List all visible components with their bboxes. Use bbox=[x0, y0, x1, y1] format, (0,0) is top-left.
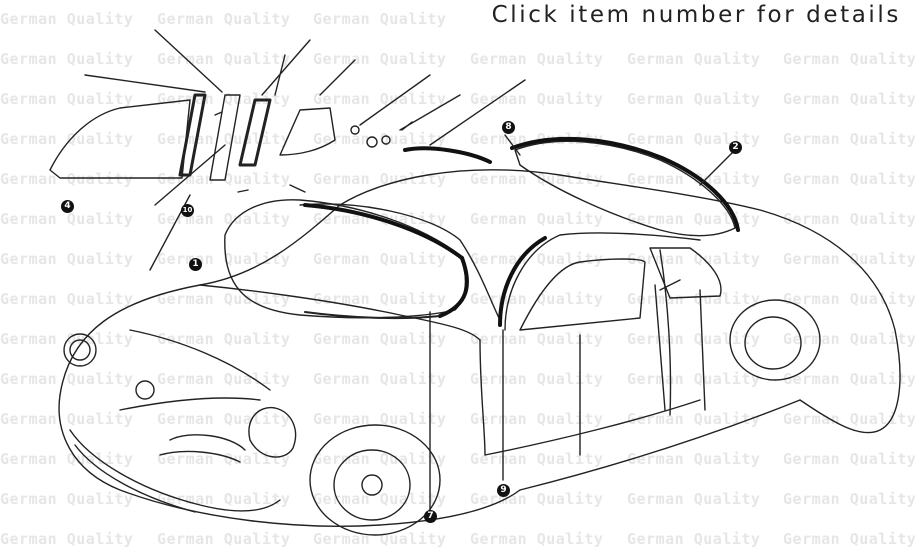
item-9-badge[interactable]: 9 bbox=[497, 484, 510, 497]
item-10-badge[interactable]: 10 bbox=[181, 204, 194, 217]
item-4-badge[interactable]: 4 bbox=[61, 200, 74, 213]
item-1-badge[interactable]: 1 bbox=[189, 258, 202, 271]
item-7-badge[interactable]: 7 bbox=[424, 510, 437, 523]
item-2-badge[interactable]: 2 bbox=[729, 141, 742, 154]
item-8-badge[interactable]: 8 bbox=[502, 121, 515, 134]
instruction-text: Click item number for details bbox=[491, 2, 901, 28]
